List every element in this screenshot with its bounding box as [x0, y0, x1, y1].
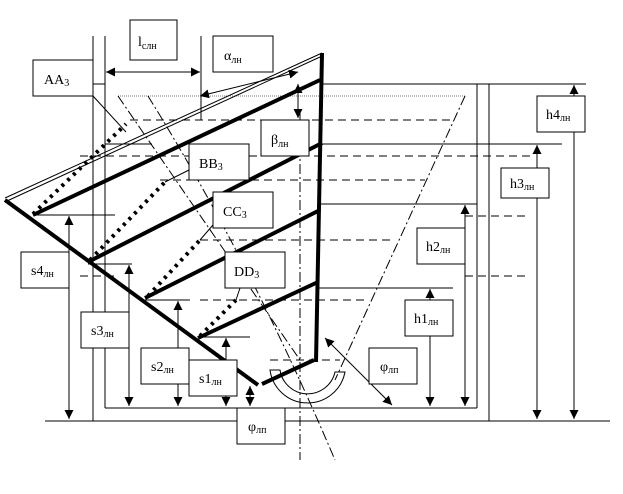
label-h2: h2лн: [416, 227, 466, 265]
svg-text:h2лн: h2лн: [426, 240, 451, 256]
svg-text:φлп: φлп: [248, 420, 267, 436]
frame-lines: [33, 36, 610, 422]
svg-text:AA3: AA3: [44, 73, 69, 89]
svg-text:s3лн: s3лн: [91, 324, 114, 340]
svg-text:βлн: βлн: [271, 133, 289, 150]
svg-text:s4лн: s4лн: [31, 264, 54, 280]
label-s1: s1лн: [188, 359, 238, 397]
label-phi-right: φлп: [368, 347, 418, 385]
svg-text:αлн: αлн: [224, 49, 242, 66]
label-s4: s4лн: [20, 251, 70, 289]
svg-text:h3лн: h3лн: [510, 177, 535, 193]
svg-text:CC3: CC3: [223, 205, 247, 221]
label-s3: s3лн: [80, 311, 130, 349]
label-alpha: αлн: [212, 35, 274, 73]
label-dd3: DD3: [224, 251, 286, 289]
label-h3: h3лн: [500, 167, 550, 199]
label-bb3: BB3: [188, 143, 250, 181]
label-l-sln: lслн: [129, 19, 178, 61]
svg-text:s1лн: s1лн: [199, 372, 222, 388]
svg-text:BB3: BB3: [199, 157, 223, 173]
dimension-arrows: [64, 67, 579, 419]
label-cc3: CC3: [212, 191, 274, 229]
svg-text:h1лн: h1лн: [414, 312, 439, 328]
svg-text:DD3: DD3: [234, 265, 259, 281]
label-h4: h4лн: [536, 95, 586, 133]
label-beta: βлн: [260, 119, 310, 157]
label-h1: h1лн: [404, 299, 454, 337]
label-phi-bottom: φлп: [236, 407, 286, 445]
label-s2: s2лн: [140, 347, 190, 385]
svg-text:φлп: φлп: [380, 360, 399, 376]
svg-text:s2лн: s2лн: [151, 360, 174, 376]
label-aa3: AA3: [32, 59, 94, 97]
svg-text:h4лн: h4лн: [546, 108, 571, 124]
svg-text:lслн: lслн: [138, 35, 157, 52]
